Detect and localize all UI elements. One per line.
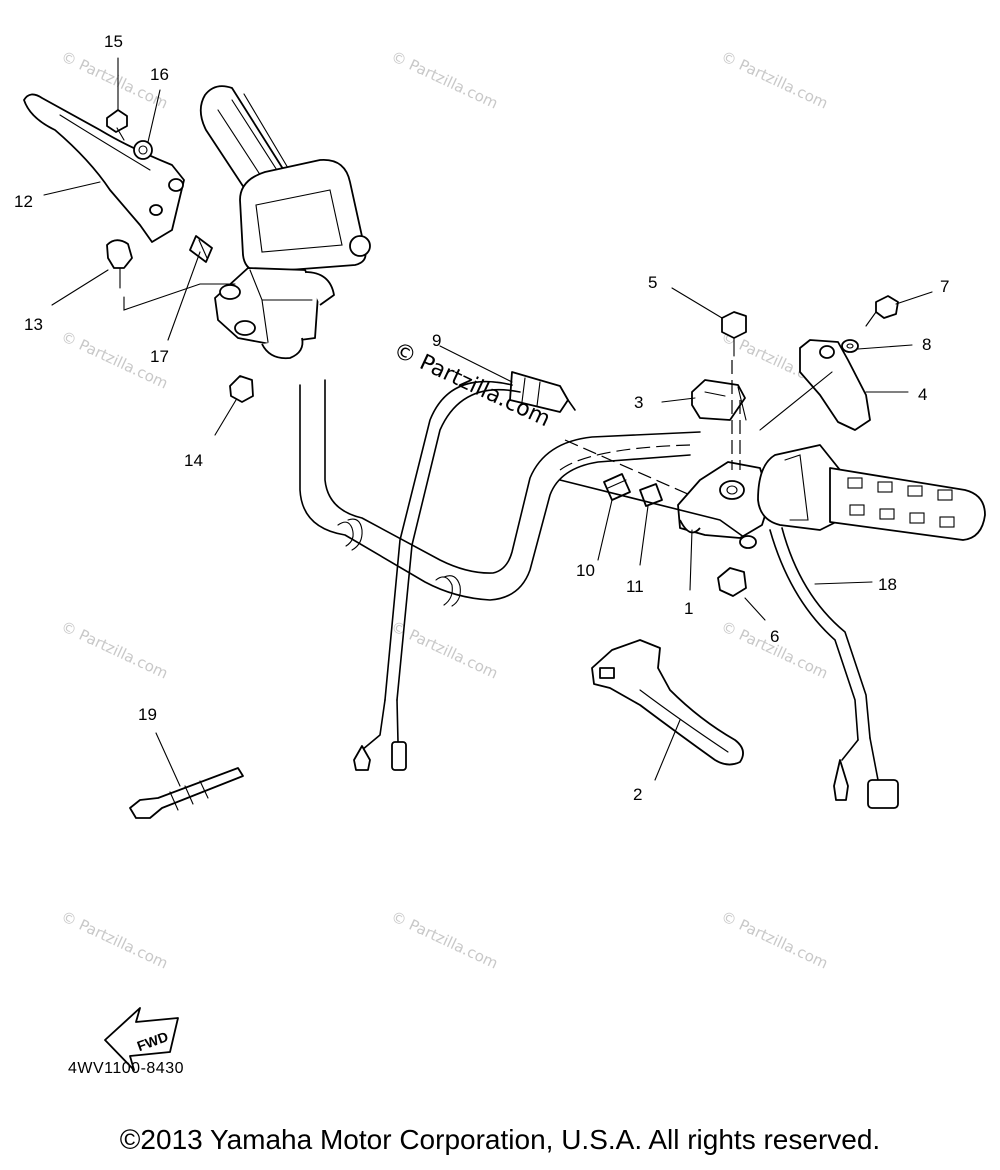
brake-lever-right <box>591 639 744 766</box>
lever-holder-left <box>214 267 335 360</box>
watermark: © Partzilla.com <box>388 617 501 682</box>
callout-13: 13 <box>24 315 43 334</box>
lever-holder-right <box>677 461 771 539</box>
callout-1: 1 <box>684 599 693 618</box>
callout-12: 12 <box>14 192 33 211</box>
callout-19: 19 <box>138 705 157 724</box>
fwd-arrow: FWD <box>104 1007 179 1071</box>
callout-9: 9 <box>432 331 441 350</box>
callout-11: 11 <box>626 577 644 596</box>
callout-18: 18 <box>878 575 897 594</box>
handlebar <box>299 379 701 607</box>
cover-right <box>799 339 871 431</box>
watermark: © Partzilla.com <box>718 907 831 972</box>
brake-switch <box>353 371 576 771</box>
callout-8: 8 <box>922 335 931 354</box>
leader-lines <box>43 57 933 787</box>
watermark: © Partzilla.com <box>388 907 501 972</box>
callout-14: 14 <box>184 451 203 470</box>
right-hardware <box>717 295 899 597</box>
callout-15: 15 <box>104 32 123 51</box>
watermark: © Partzilla.com <box>58 907 171 972</box>
callout-10: 10 <box>576 561 595 580</box>
cable-adjuster <box>559 439 757 549</box>
callout-6: 6 <box>770 627 779 646</box>
callout-2: 2 <box>633 785 642 804</box>
copyright-notice: ©2013 Yamaha Motor Corporation, U.S.A. A… <box>119 1124 881 1155</box>
cable-tie <box>129 767 244 819</box>
callouts: 1 2 3 4 5 6 7 8 9 10 11 12 13 14 15 16 1… <box>14 32 949 804</box>
switch-wire-right <box>769 527 899 809</box>
diagram-code: 4WV1100-8430 <box>68 1060 184 1077</box>
left-hardware <box>106 109 254 403</box>
watermark: © Partzilla.com <box>388 47 501 112</box>
callout-4: 4 <box>918 385 927 404</box>
watermark: © Partzilla.com <box>718 47 831 112</box>
left-switch-housing <box>239 159 371 273</box>
callout-17: 17 <box>150 347 169 366</box>
callout-7: 7 <box>940 277 949 296</box>
right-grip <box>757 444 986 541</box>
switch-right <box>691 379 747 421</box>
callout-16: 16 <box>150 65 169 84</box>
brake-lever-left <box>23 93 185 243</box>
watermark: © Partzilla.com <box>58 617 171 682</box>
callout-3: 3 <box>634 393 643 412</box>
callout-5: 5 <box>648 273 657 292</box>
